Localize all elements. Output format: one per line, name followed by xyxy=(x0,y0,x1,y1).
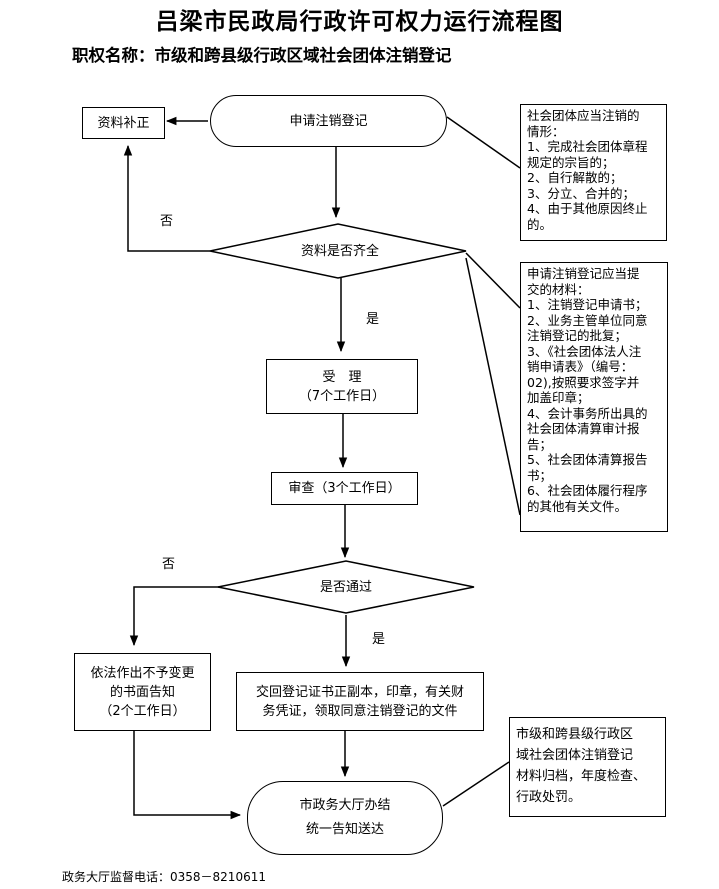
note-line: 销申请表》（编号： xyxy=(527,359,634,374)
supervision-phone: 政务大厅监督电话：0358－8210611 xyxy=(62,870,266,884)
note-line: 情形： xyxy=(527,123,565,139)
note-line: 加盖印章； xyxy=(527,390,590,405)
note-line: 4、会计事务所出具的 xyxy=(527,405,648,421)
yes-label-2: 是 xyxy=(372,632,386,647)
note-line: 6、社会团体履行程序 xyxy=(527,483,648,498)
note-archive: 市级和跨县级行政区域社会团体注销登记材料归档，年度检查、行政处罚。 xyxy=(509,717,666,817)
note-line: 的。 xyxy=(527,216,553,232)
callout-note2 xyxy=(465,252,521,309)
note-line: 注销登记的批复； xyxy=(527,328,628,343)
issue-line-2: 务凭证，领取同意注销登记的文件 xyxy=(262,703,458,719)
reject-box: 依法作出不予变更 的书面告知 （2个工作日） xyxy=(74,653,211,731)
note-line: 规定的宗旨的； xyxy=(527,154,615,170)
yes-label-1: 是 xyxy=(366,312,380,327)
supplement-label: 资料补正 xyxy=(97,115,150,131)
review-label: 审查（3个工作日） xyxy=(288,481,401,496)
end-terminal: 市政务大厅办结 统一告知送达 xyxy=(247,781,443,855)
reject-line-2: 的书面告知 xyxy=(109,684,175,700)
no-label-2: 否 xyxy=(162,557,176,572)
note-line: 1、完成社会团体章程 xyxy=(527,139,648,154)
end-line-1: 市政务大厅办结 xyxy=(299,798,391,813)
note-line: 3、分立、合并的； xyxy=(527,185,635,201)
accept-box: 受 理 （7个工作日） xyxy=(266,359,418,414)
note-line: 书； xyxy=(527,467,553,483)
callout-note2b xyxy=(465,257,521,516)
arrow-reject-to-end xyxy=(133,731,242,820)
apply-terminal: 申请注销登记 xyxy=(210,95,447,147)
note-line: 社会团体清算审计报 xyxy=(527,421,640,436)
note-line: 告； xyxy=(527,436,553,452)
note-line: 2、业务主管单位同意 xyxy=(527,312,648,328)
note-line: 市级和跨县级行政区 xyxy=(516,727,634,742)
note-required-materials: 申请注销登记应当提交的材料：1、注销登记申请书；2、业务主管单位同意注销登记的批… xyxy=(520,262,668,532)
accept-days: （7个工作日） xyxy=(298,388,386,404)
callout-note1 xyxy=(446,116,521,169)
note-line: 申请注销登记应当提 xyxy=(527,266,640,281)
review-box: 审查（3个工作日） xyxy=(271,472,418,505)
note-line: 4、由于其他原因终止 xyxy=(527,201,648,216)
note-line: 3、《社会团体法人注 xyxy=(527,343,642,359)
note-line: 行政处罚。 xyxy=(516,790,582,805)
page-title: 吕梁市民政局行政许可权力运行流程图 xyxy=(155,8,564,35)
note-line: 社会团体应当注销的 xyxy=(527,108,640,123)
note-line: 交的材料： xyxy=(527,281,590,297)
issue-line-1: 交回登记证书正副本，印章，有关财 xyxy=(255,684,464,700)
arrow-check-no-to-supplement xyxy=(123,144,210,252)
note-line: 域社会团体注销登记 xyxy=(516,748,634,763)
note-line: 1、注销登记申请书； xyxy=(527,297,648,312)
arrow-pass-no-to-reject xyxy=(129,586,222,647)
pass-check-label: 是否通过 xyxy=(319,580,372,595)
note-line: 2、自行解散的； xyxy=(527,170,623,185)
diamond-pass-shape xyxy=(217,560,475,614)
page-subtitle: 职权名称：市级和跨县级行政区域社会团体注销登记 xyxy=(72,46,452,65)
accept-label: 受 理 xyxy=(322,369,362,385)
note-dissolution-conditions: 社会团体应当注销的情形：1、完成社会团体章程规定的宗旨的；2、自行解散的；3、分… xyxy=(520,104,667,241)
reject-line-3: （2个工作日） xyxy=(99,703,186,719)
no-label-1: 否 xyxy=(160,214,174,229)
reject-line-1: 依法作出不予变更 xyxy=(90,665,195,681)
note-line: 的其他有关文件。 xyxy=(527,498,628,514)
issue-box: 交回登记证书正副本，印章，有关财 务凭证，领取同意注销登记的文件 xyxy=(236,672,484,731)
note-line: 5、社会团体清算报告 xyxy=(527,452,648,467)
note-line: 材料归档，年度检查、 xyxy=(516,769,647,784)
complete-check-label: 资料是否齐全 xyxy=(300,244,379,259)
supplement-box: 资料补正 xyxy=(82,107,165,139)
note-line: 02),按照要求签字并 xyxy=(527,374,640,390)
apply-label: 申请注销登记 xyxy=(289,113,368,129)
diamond-complete-check-shape xyxy=(209,223,467,279)
callout-note3 xyxy=(442,761,510,807)
end-line-2: 统一告知送达 xyxy=(305,822,384,837)
